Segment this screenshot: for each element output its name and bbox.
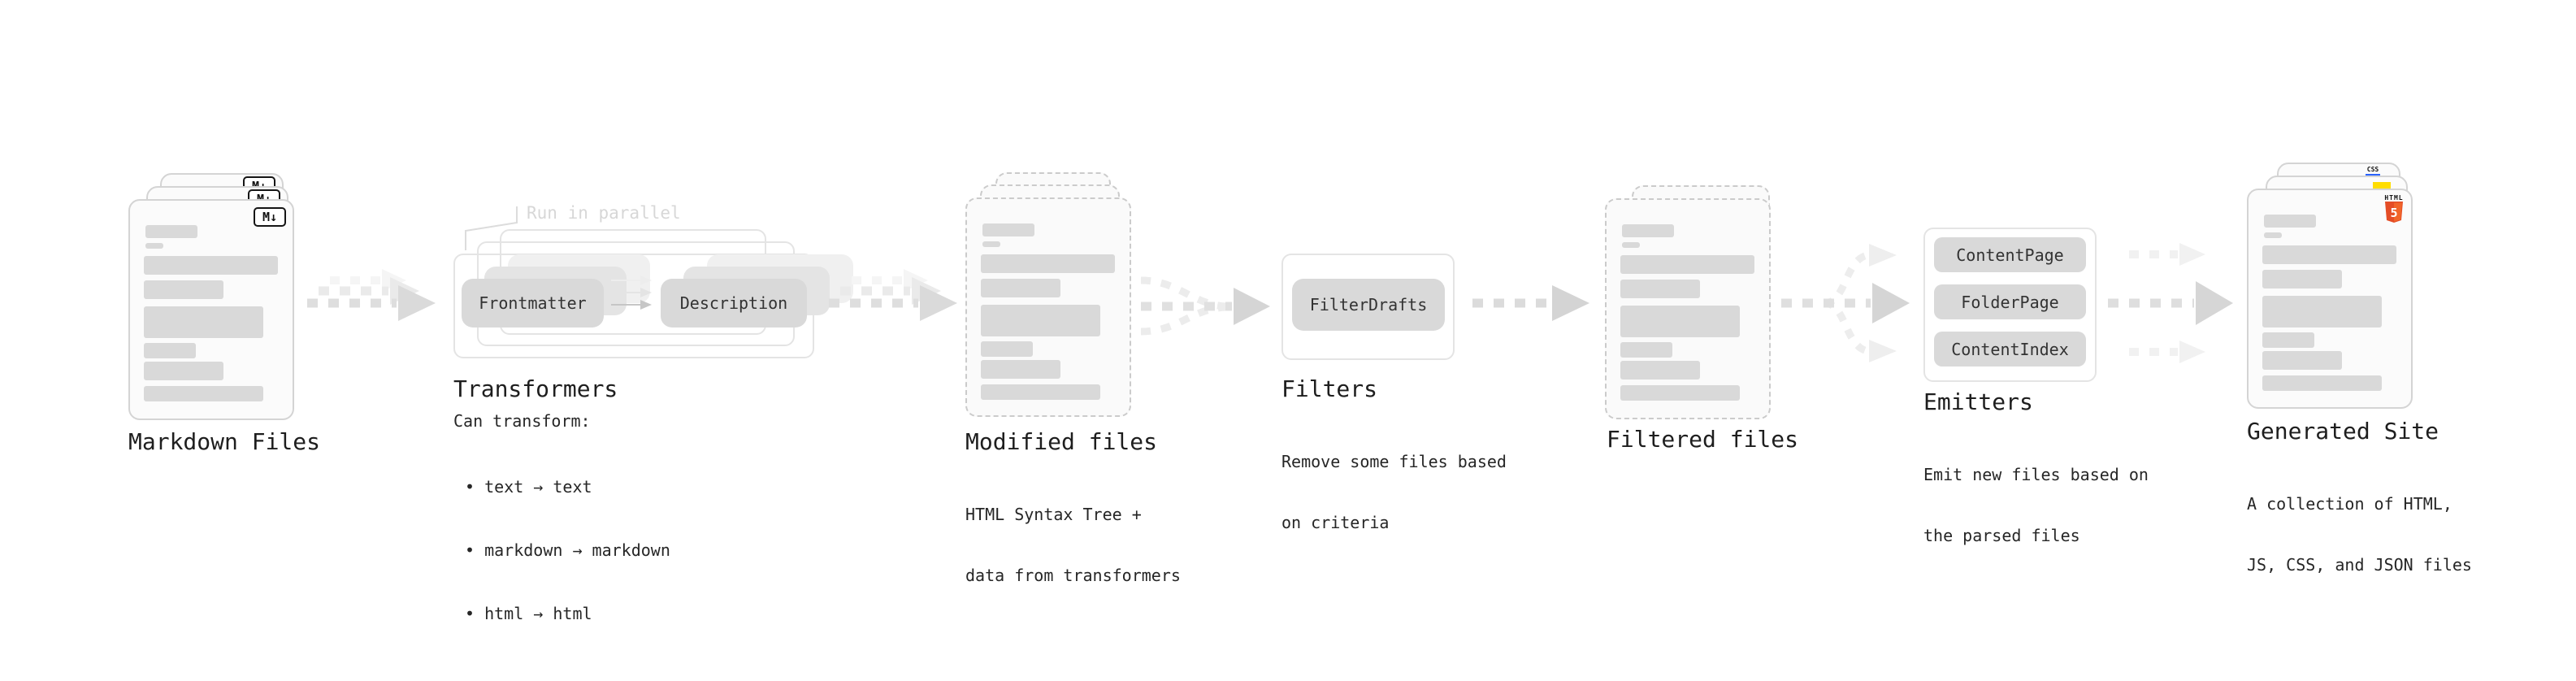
bullet-item: • text → text <box>465 477 592 497</box>
skeleton-line <box>981 254 1115 273</box>
skeleton-line <box>1620 255 1754 274</box>
bullet-item: • markdown → markdown <box>465 540 670 560</box>
skeleton-line <box>1620 342 1672 358</box>
skeleton-line <box>1620 280 1700 298</box>
skeleton-line <box>1620 306 1740 337</box>
file-card-front <box>965 197 1131 417</box>
skeleton-line <box>144 280 223 299</box>
skeleton-line <box>981 341 1033 357</box>
skeleton-line <box>981 360 1060 379</box>
emitter-pill-contentindex: ContentIndex <box>1934 332 2086 367</box>
skeleton-line <box>1622 242 1640 248</box>
parallel-arrows <box>611 275 652 310</box>
skeleton-line <box>1622 224 1674 237</box>
stage-description: Can transform: <box>453 411 591 431</box>
skeleton-line <box>144 306 263 338</box>
stage-label: Filtered files <box>1607 426 1799 453</box>
file-card-front: HTML 5 <box>2247 189 2413 409</box>
filterdrafts-pill: FilterDrafts <box>1292 279 1445 331</box>
css-underline <box>2366 174 2380 176</box>
skeleton-line <box>981 305 1100 336</box>
flow-arrow-merge <box>1140 276 1270 336</box>
filters-box <box>1281 254 1455 360</box>
stage-description: HTML Syntax Tree + data from transformer… <box>965 464 1181 627</box>
description-line: Remove some files based <box>1281 452 1507 471</box>
skeleton-line <box>2262 332 2314 348</box>
skeleton-line <box>144 362 223 380</box>
file-card-front <box>1605 198 1771 419</box>
svg-text:5: 5 <box>2390 206 2397 220</box>
stage-description: Emit new files based on the parsed files <box>1923 424 2149 587</box>
description-line: HTML Syntax Tree + <box>965 505 1142 524</box>
flow-arrow-stacked <box>307 269 436 321</box>
emitter-pill-contentpage: ContentPage <box>1934 237 2086 272</box>
description-line: JS, CSS, and JSON files <box>2247 555 2472 575</box>
css-label: CSS <box>2366 166 2379 173</box>
skeleton-line <box>2264 215 2316 228</box>
emitters-box <box>1923 228 2097 382</box>
description-line: on criteria <box>1281 513 1390 532</box>
flow-arrow-fanout <box>1781 244 1910 362</box>
stage-label: Filters <box>1281 375 1378 402</box>
html-label: HTML <box>2384 194 2404 202</box>
skeleton-line <box>145 243 163 249</box>
skeleton-line <box>2262 270 2342 288</box>
skeleton-line <box>1620 385 1740 401</box>
run-in-parallel-connector <box>465 206 518 250</box>
description-line: data from transformers <box>965 566 1181 585</box>
html5-shield: 5 <box>2385 202 2403 223</box>
file-card-front: M↓ <box>128 199 294 420</box>
description-line: Emit new files based on <box>1923 465 2149 484</box>
bullet-item: • html → html <box>465 604 592 623</box>
flow-arrow-single <box>1472 285 1589 321</box>
stage-label: Emitters <box>1923 388 2033 415</box>
skeleton-line <box>145 225 197 238</box>
skeleton-line <box>982 241 1000 247</box>
skeleton-line <box>2264 232 2282 238</box>
skeleton-line <box>981 384 1100 400</box>
stage-label: Modified files <box>965 428 1158 455</box>
description-pill: Description <box>661 279 807 327</box>
skeleton-line <box>144 343 196 358</box>
skeleton-line <box>2262 351 2342 370</box>
stage-label: Transformers <box>453 375 618 402</box>
skeleton-line <box>2262 375 2382 391</box>
flow-arrow-triple <box>2108 243 2233 363</box>
skeleton-line <box>2262 245 2396 264</box>
skeleton-line <box>144 386 263 401</box>
skeleton-line <box>981 279 1060 297</box>
stage-description: Remove some files based on criteria <box>1281 411 1507 574</box>
html5-icon: HTML 5 <box>2383 194 2405 226</box>
transform-bullet-list: • text → text • markdown → markdown • ht… <box>453 434 670 666</box>
skeleton-line <box>1620 361 1700 380</box>
markdown-icon: M↓ <box>254 207 286 227</box>
run-in-parallel-label: Run in parallel <box>527 203 681 223</box>
description-line: the parsed files <box>1923 526 2080 545</box>
css-icon: CSS <box>2364 167 2382 176</box>
description-line: A collection of HTML, <box>2247 494 2452 514</box>
stage-label: Markdown Files <box>128 428 321 455</box>
stage-description: A collection of HTML, JS, CSS, and JSON … <box>2247 453 2472 616</box>
skeleton-line <box>2262 296 2382 327</box>
emitter-pill-folderpage: FolderPage <box>1934 284 2086 319</box>
stage-label: Generated Site <box>2247 418 2439 445</box>
frontmatter-pill: Frontmatter <box>462 279 604 327</box>
skeleton-line <box>982 223 1034 236</box>
skeleton-line <box>144 256 278 275</box>
flow-arrow-stacked <box>829 269 957 321</box>
